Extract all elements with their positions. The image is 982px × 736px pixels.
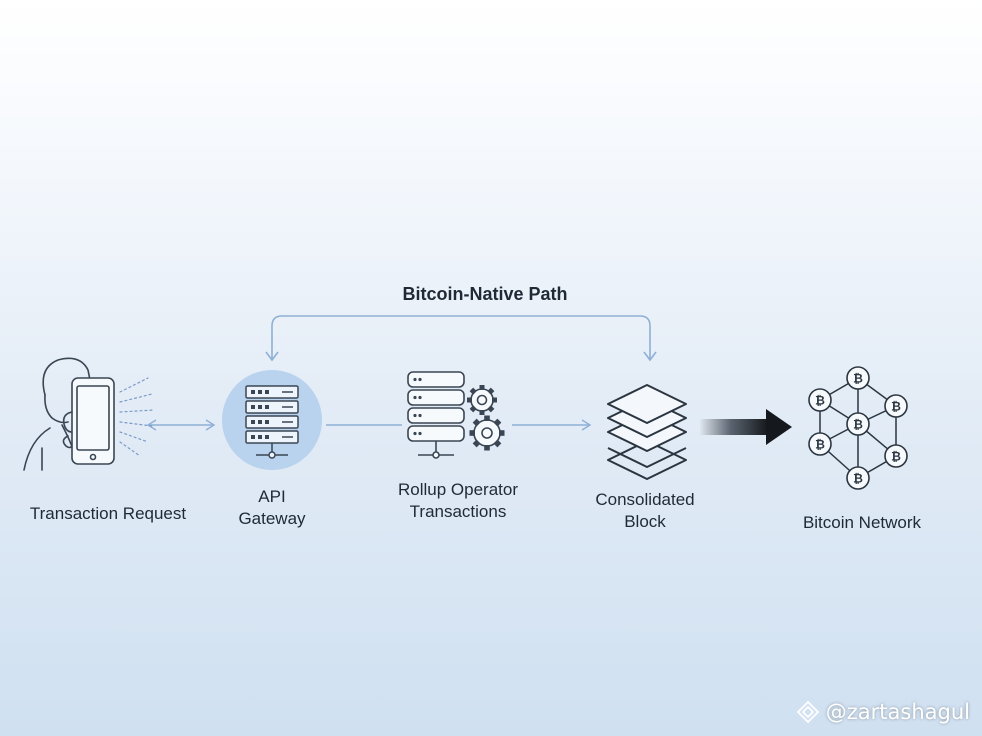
- server-rack-icon: [222, 370, 322, 470]
- api-gateway-label: API Gateway: [212, 486, 332, 530]
- svg-text:₿: ₿: [853, 418, 863, 432]
- consolidated-block-label-line1: Consolidated: [595, 490, 695, 509]
- svg-text:₿: ₿: [891, 400, 901, 414]
- rollup-block-connector: [512, 419, 592, 431]
- transaction-request-label: Transaction Request: [29, 504, 187, 523]
- bitcoin-network-icon: ₿ ₿ ₿ ₿ ₿ ₿ ₿: [808, 366, 908, 490]
- svg-text:₿: ₿: [815, 394, 825, 408]
- svg-text:₿: ₿: [853, 372, 863, 386]
- watermark: @zartashagul: [796, 700, 970, 724]
- native-path-connector: [265, 315, 657, 362]
- rollup-operator-label: Rollup Operator Transactions: [370, 479, 546, 523]
- svg-text:₿: ₿: [891, 450, 901, 464]
- watermark-text: @zartashagul: [825, 700, 970, 724]
- svg-text:₿: ₿: [853, 472, 863, 486]
- consolidated-block-label: Consolidated Block: [575, 489, 715, 533]
- rollup-operator-label-line1: Rollup Operator: [397, 480, 518, 499]
- request-gateway-connector: [146, 419, 216, 431]
- rollup-operator-label-line2: Transactions: [409, 502, 507, 521]
- block-network-arrow: [700, 409, 792, 445]
- consolidated-block-label-line2: Block: [624, 512, 666, 531]
- binance-diamond-icon: [796, 700, 820, 724]
- person-phone-icon: [23, 357, 155, 471]
- stacked-layers-icon: [607, 384, 687, 480]
- native-path-title: Bitcoin-Native Path: [402, 284, 568, 304]
- bitcoin-network-label: Bitcoin Network: [802, 513, 922, 532]
- api-gateway-label-line2: Gateway: [238, 509, 306, 528]
- svg-text:₿: ₿: [815, 438, 825, 452]
- api-gateway-label-line1: API: [258, 487, 286, 506]
- database-gears-icon: [407, 371, 505, 459]
